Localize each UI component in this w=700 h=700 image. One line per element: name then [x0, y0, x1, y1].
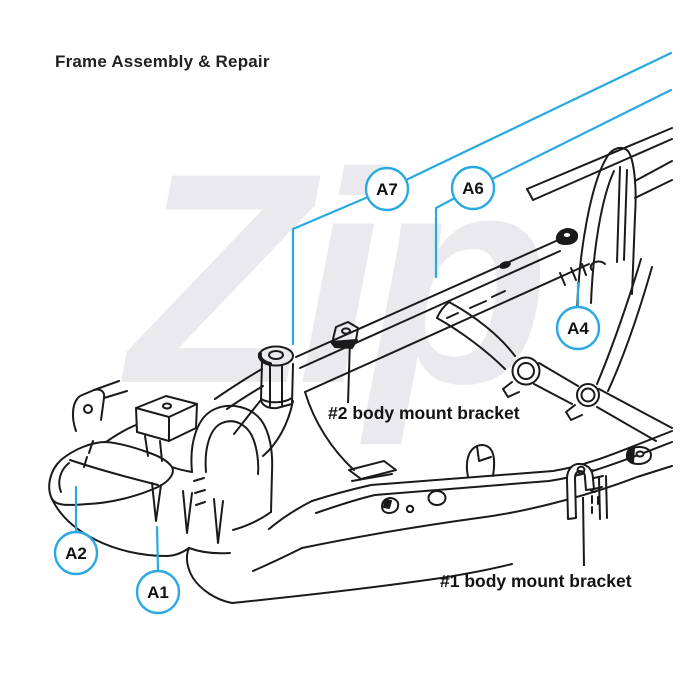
part-label-bracket-2: #2 body mount bracket	[328, 403, 520, 423]
page-title: Frame Assembly & Repair	[55, 52, 270, 71]
callout-a2[interactable]	[53, 530, 99, 576]
callout-a1[interactable]	[135, 569, 181, 615]
callout-a7[interactable]	[364, 166, 410, 212]
part-label-bracket-1: #1 body mount bracket	[440, 571, 632, 591]
callout-label-a6: A6	[462, 179, 484, 198]
front-suspension-assembly	[48, 380, 274, 557]
callout-a6[interactable]	[450, 165, 496, 211]
main-upper-rail	[295, 228, 606, 393]
part-leader-bracket-1	[582, 496, 585, 567]
part-leader-bracket-2	[347, 340, 351, 404]
frame-line-art	[48, 127, 673, 604]
callout-label-a1: A1	[147, 583, 169, 602]
callout-leader-a6	[490, 88, 673, 181]
callout-leader-a1	[155, 525, 160, 572]
callout-a4[interactable]	[555, 305, 601, 351]
callout-label-a2: A2	[65, 544, 87, 563]
crossmember-with-bushings	[436, 258, 673, 442]
annotations-layer: #2 body mount bracket #1 body mount brack…	[53, 51, 673, 615]
callout-label-a7: A7	[376, 180, 398, 199]
body-mount-bracket-1-art	[566, 462, 608, 520]
rear-kickup-arch	[576, 146, 673, 313]
callout-leader-a7	[404, 51, 673, 182]
front-body-mount-donut	[214, 345, 355, 471]
callout-leader-a6	[434, 196, 457, 279]
callout-leader-a7	[291, 195, 370, 346]
callout-label-a4: A4	[567, 319, 589, 338]
rear-far-rail	[526, 127, 673, 201]
